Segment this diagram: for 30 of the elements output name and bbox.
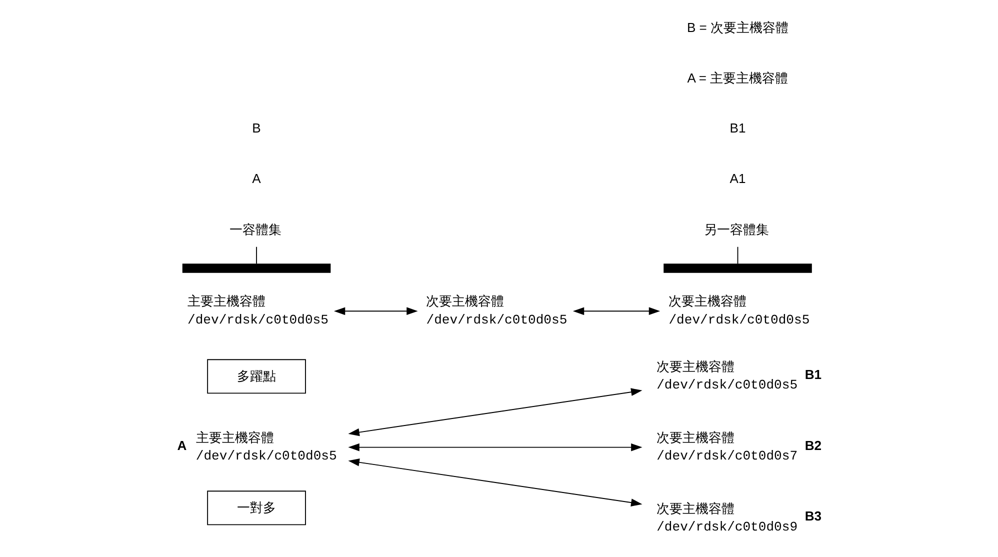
node-box: 多躍點	[207, 359, 306, 394]
label: A1	[730, 171, 746, 186]
node-text: 次要主機容體 /dev/rdsk/c0t0d0s5	[426, 294, 568, 328]
node-label: B1	[804, 366, 822, 382]
arrow	[348, 388, 642, 436]
node-label: B2	[804, 438, 822, 453]
arrow	[348, 458, 642, 506]
node-text: 一容體集	[229, 222, 282, 237]
label: A = 主要主機容體	[687, 70, 788, 86]
connector	[256, 246, 257, 264]
node-bar	[664, 264, 812, 273]
connector	[737, 246, 738, 264]
node-text: 次要主機容體 /dev/rdsk/c0t0d0s7	[656, 430, 798, 464]
node-label: A	[177, 438, 187, 453]
label: A	[252, 171, 261, 186]
arrow	[572, 307, 660, 316]
arrow	[334, 307, 418, 316]
node-label: B3	[804, 508, 822, 524]
label: B = 次要主機容體	[686, 20, 789, 36]
node-box: 一對多	[207, 490, 306, 526]
node-text: 主要主機容體 /dev/rdsk/c0t0d0s5	[188, 294, 328, 328]
node-text: 次要主機容體 /dev/rdsk/c0t0d0s5	[656, 359, 798, 393]
node-text: 另一容體集	[704, 222, 770, 237]
node-text: 主要主機容體 /dev/rdsk/c0t0d0s5	[196, 430, 337, 464]
node-bar	[182, 264, 331, 273]
node-text: 次要主機容體 /dev/rdsk/c0t0d0s5	[668, 294, 810, 328]
label: B1	[730, 120, 746, 136]
label: B	[252, 120, 261, 136]
arrow	[348, 443, 642, 452]
node-text: 次要主機容體 /dev/rdsk/c0t0d0s9	[656, 500, 798, 534]
